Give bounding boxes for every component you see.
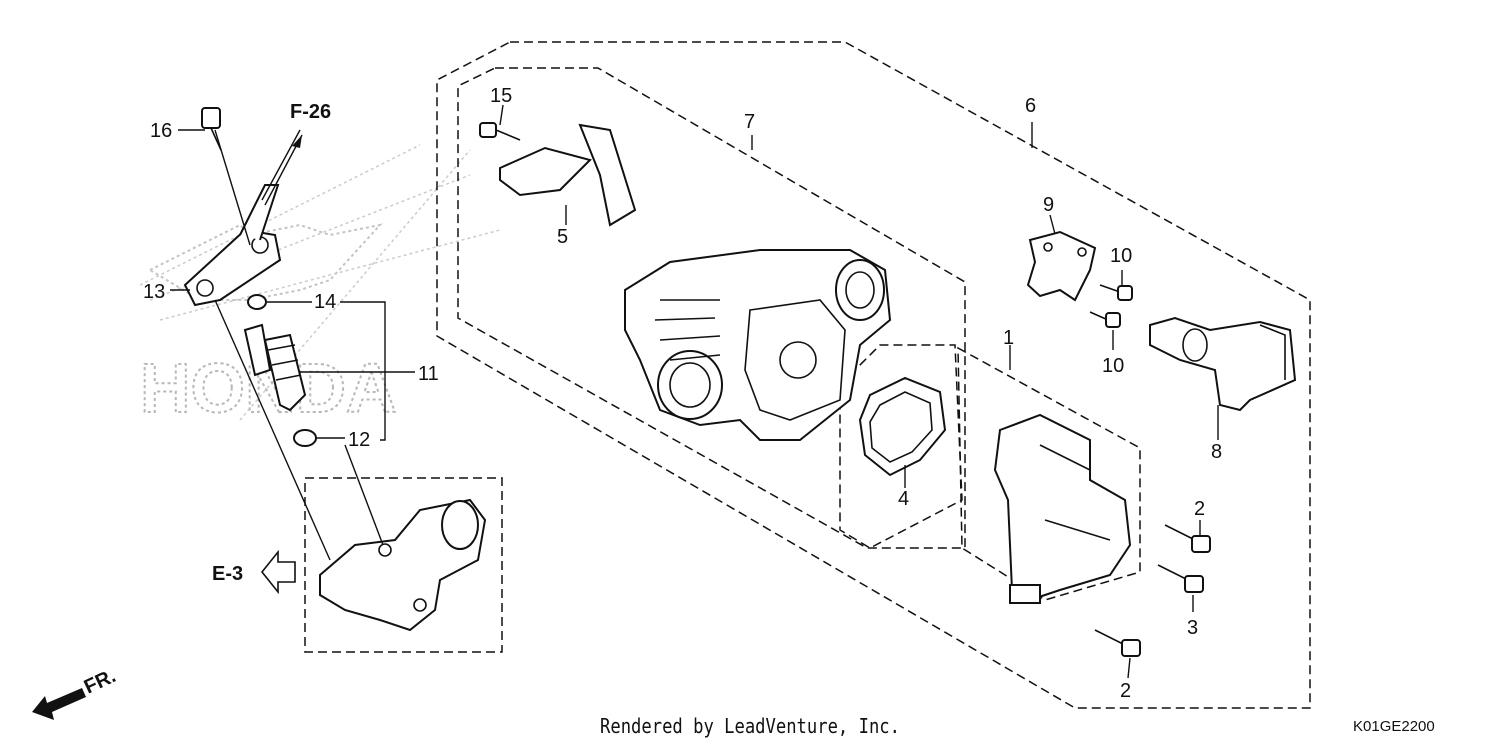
callout-15: 15 — [490, 85, 512, 107]
front-direction-arrow — [32, 688, 86, 720]
ref-f26: F-26 — [290, 101, 331, 123]
bolt-16 — [201, 107, 222, 151]
ref-fr: FR. — [81, 665, 119, 699]
callout-1: 1 — [1003, 327, 1014, 349]
assembly-outline-7 — [457, 67, 966, 549]
ref-e3-arrow — [260, 549, 296, 595]
screw-2-upper — [1164, 524, 1211, 553]
callout-12: 12 — [348, 429, 370, 451]
rendered-by-credit: Rendered by LeadVenture, Inc. — [600, 714, 900, 738]
ref-f26-arrow — [264, 134, 303, 206]
callout-10-upper: 10 — [1110, 245, 1132, 267]
callout-11: 11 — [418, 363, 439, 385]
plate-9 — [1026, 230, 1097, 302]
callout-7: 7 — [744, 111, 755, 133]
intake-pipe — [319, 498, 487, 632]
seal-12 — [293, 429, 317, 447]
o-ring-14 — [247, 294, 267, 310]
sensor-unit-1 — [993, 413, 1132, 604]
callout-13: 13 — [143, 281, 165, 303]
callout-2-lower: 2 — [1120, 680, 1131, 702]
bracket-5 — [499, 123, 637, 227]
injector-11 — [243, 323, 307, 412]
callout-9: 9 — [1043, 194, 1054, 216]
ref-e3: E-3 — [212, 563, 243, 585]
intake-outline — [304, 477, 503, 653]
leader-lines — [170, 104, 1219, 679]
bolt-10-lower — [1089, 311, 1121, 328]
callout-6: 6 — [1025, 95, 1036, 117]
sensor-outline-1 — [957, 346, 1141, 601]
callout-5: 5 — [557, 226, 568, 248]
callout-8: 8 — [1211, 441, 1222, 463]
callout-14: 14 — [314, 291, 336, 313]
screw-3 — [1157, 564, 1204, 593]
callout-4: 4 — [898, 488, 909, 510]
assembly-outline-6 — [436, 41, 1311, 709]
diagram-code: K01GE2200 — [1353, 718, 1435, 735]
bolt-15 — [479, 122, 521, 141]
bolt-10-upper — [1099, 284, 1133, 301]
screw-2-lower — [1094, 629, 1141, 657]
callout-16: 16 — [150, 120, 172, 142]
callout-3: 3 — [1187, 617, 1198, 639]
callout-10-lower: 10 — [1102, 355, 1124, 377]
gasket-4 — [858, 376, 947, 477]
sensor-8 — [1149, 316, 1297, 412]
throttle-body-7 — [624, 249, 892, 441]
callout-2-upper: 2 — [1194, 498, 1205, 520]
gasket-outline-4 — [839, 344, 963, 549]
